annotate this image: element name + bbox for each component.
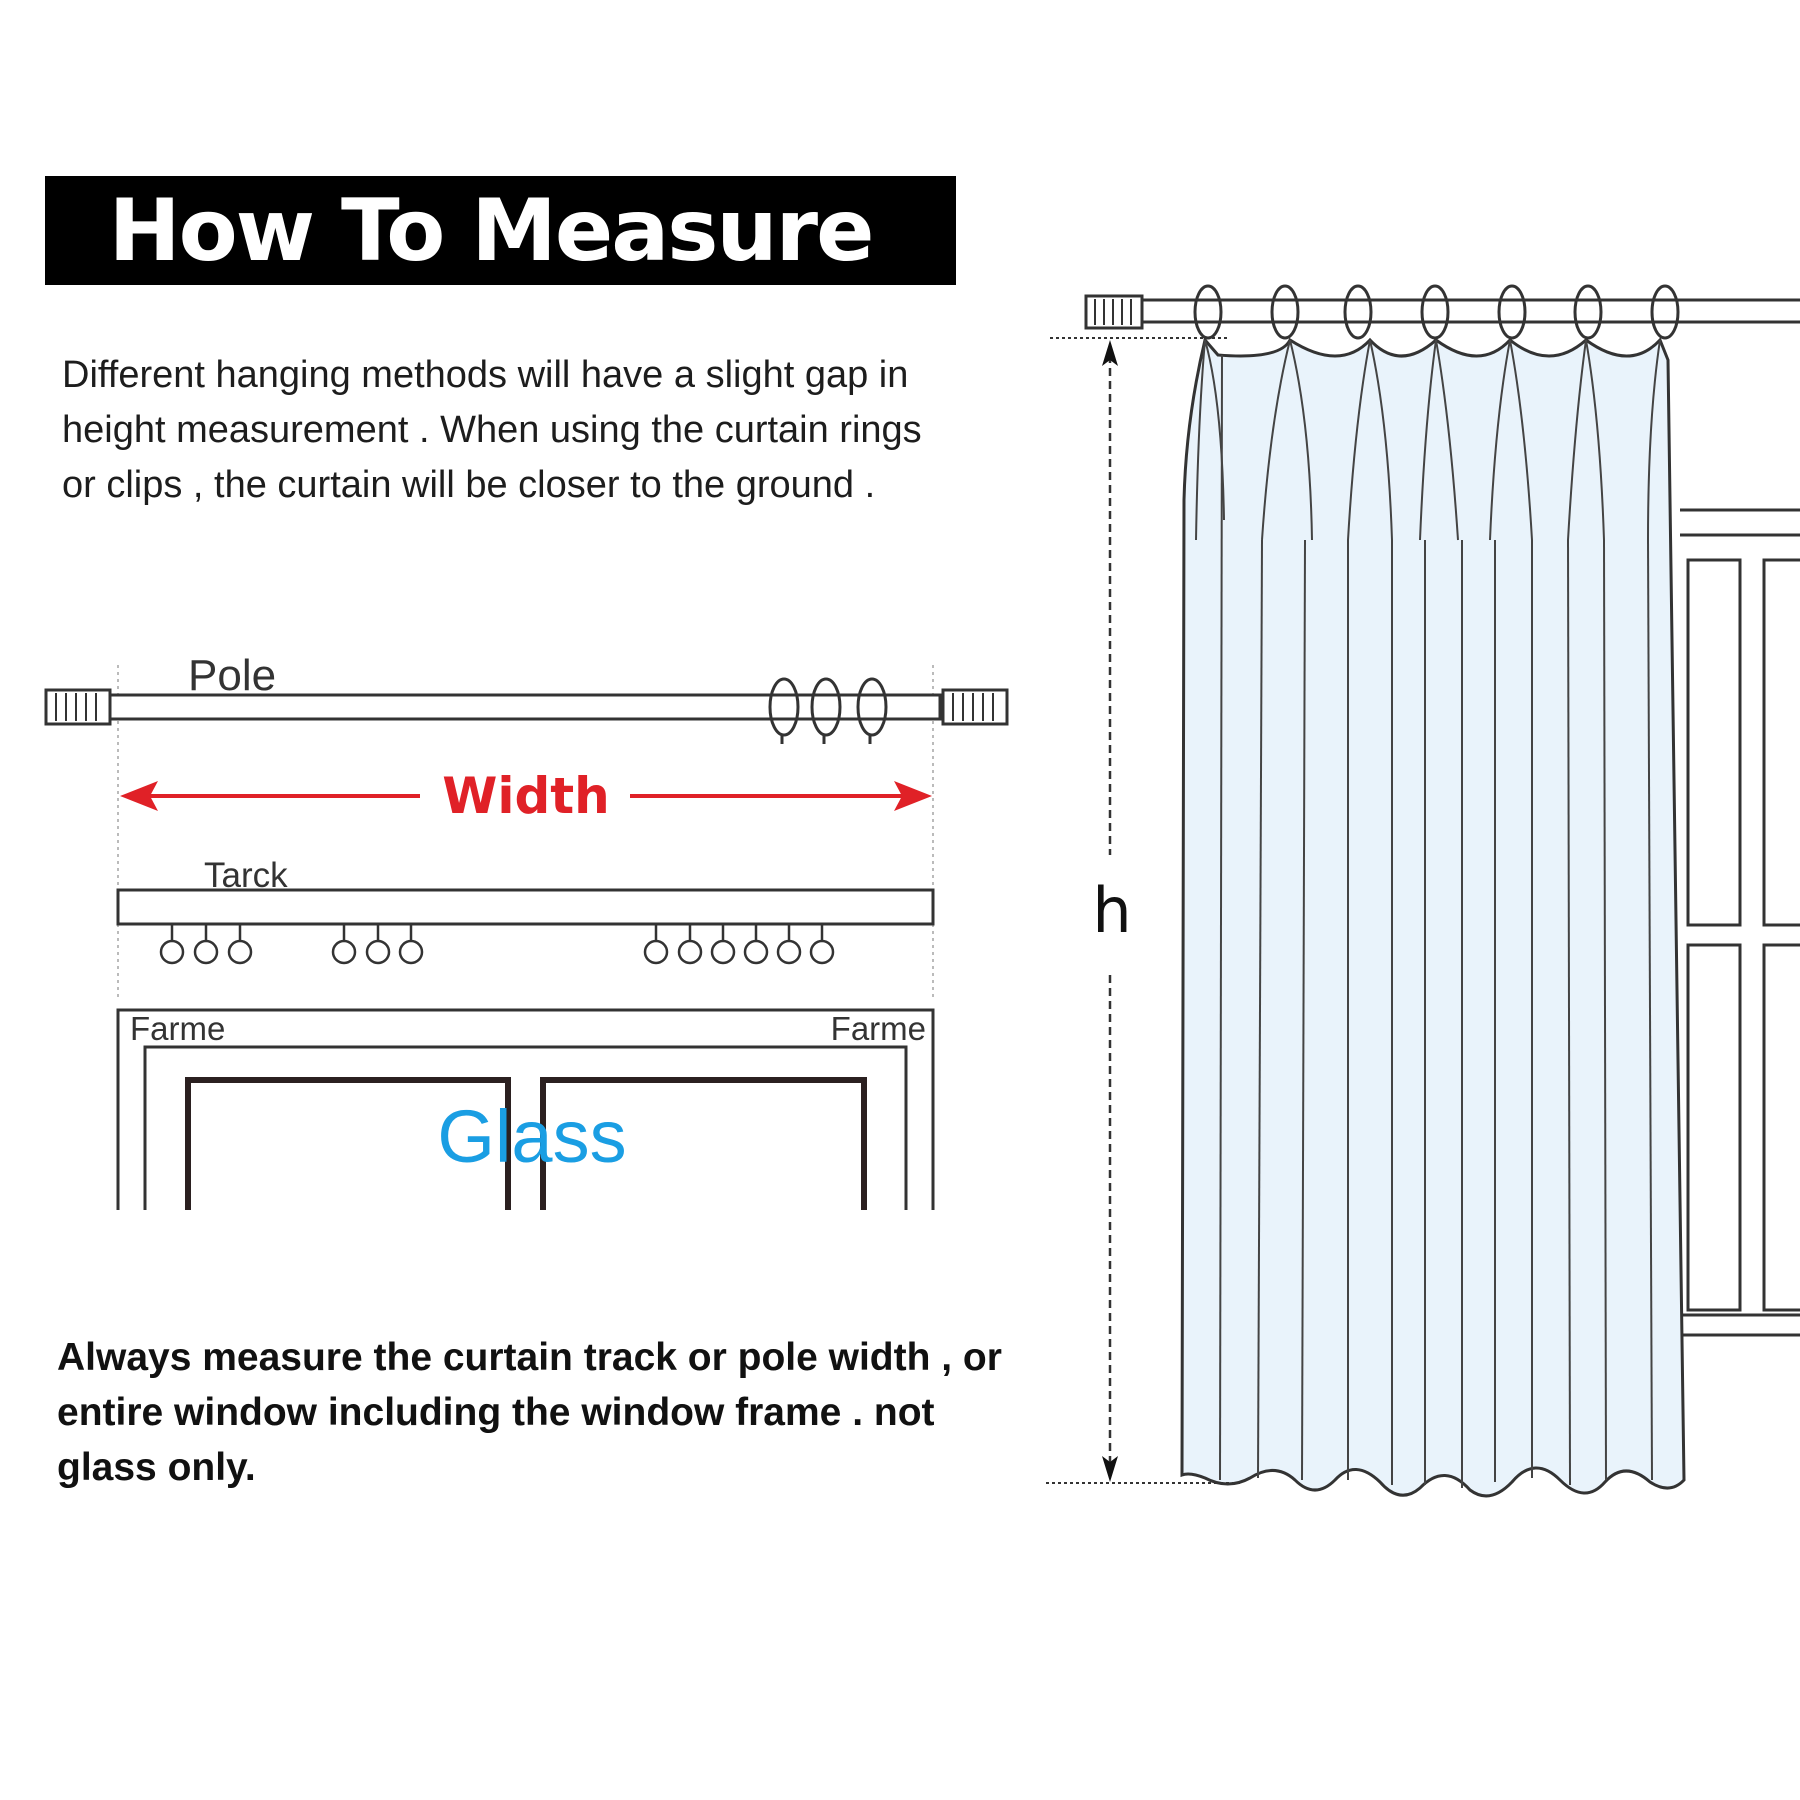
track-diagram: Tarck — [116, 856, 935, 965]
track-rail — [116, 888, 935, 926]
curtain-rings — [1193, 284, 1680, 340]
pole-finial-left — [44, 688, 112, 726]
window-frame-diagram: Farme Farme Glass — [116, 1008, 935, 1210]
pole-finial-right — [941, 688, 1009, 726]
background-window — [1680, 508, 1800, 1337]
height-label: h — [1092, 874, 1131, 947]
curtain — [1180, 284, 1686, 1498]
frame-label-left: Farme — [130, 1010, 225, 1047]
width-arrow: Width — [120, 767, 932, 825]
glass-label: Glass — [437, 1095, 626, 1178]
intro-paragraph: Different hanging methods will have a sl… — [62, 354, 922, 506]
track-label: Tarck — [204, 856, 288, 895]
pole-rings — [768, 677, 888, 744]
frame-label-right: Farme — [831, 1010, 926, 1047]
curtain-pole — [1084, 294, 1800, 330]
pole-diagram: Pole — [44, 651, 1009, 1000]
title-banner: How To Measure — [45, 176, 956, 285]
page-title: How To Measure — [108, 180, 875, 281]
measure-note: Always measure the curtain track or pole… — [57, 1336, 1002, 1489]
track-gliders — [159, 924, 835, 965]
width-label: Width — [442, 767, 610, 825]
height-arrow: h — [1046, 337, 1240, 1484]
pole-label: Pole — [188, 651, 276, 700]
